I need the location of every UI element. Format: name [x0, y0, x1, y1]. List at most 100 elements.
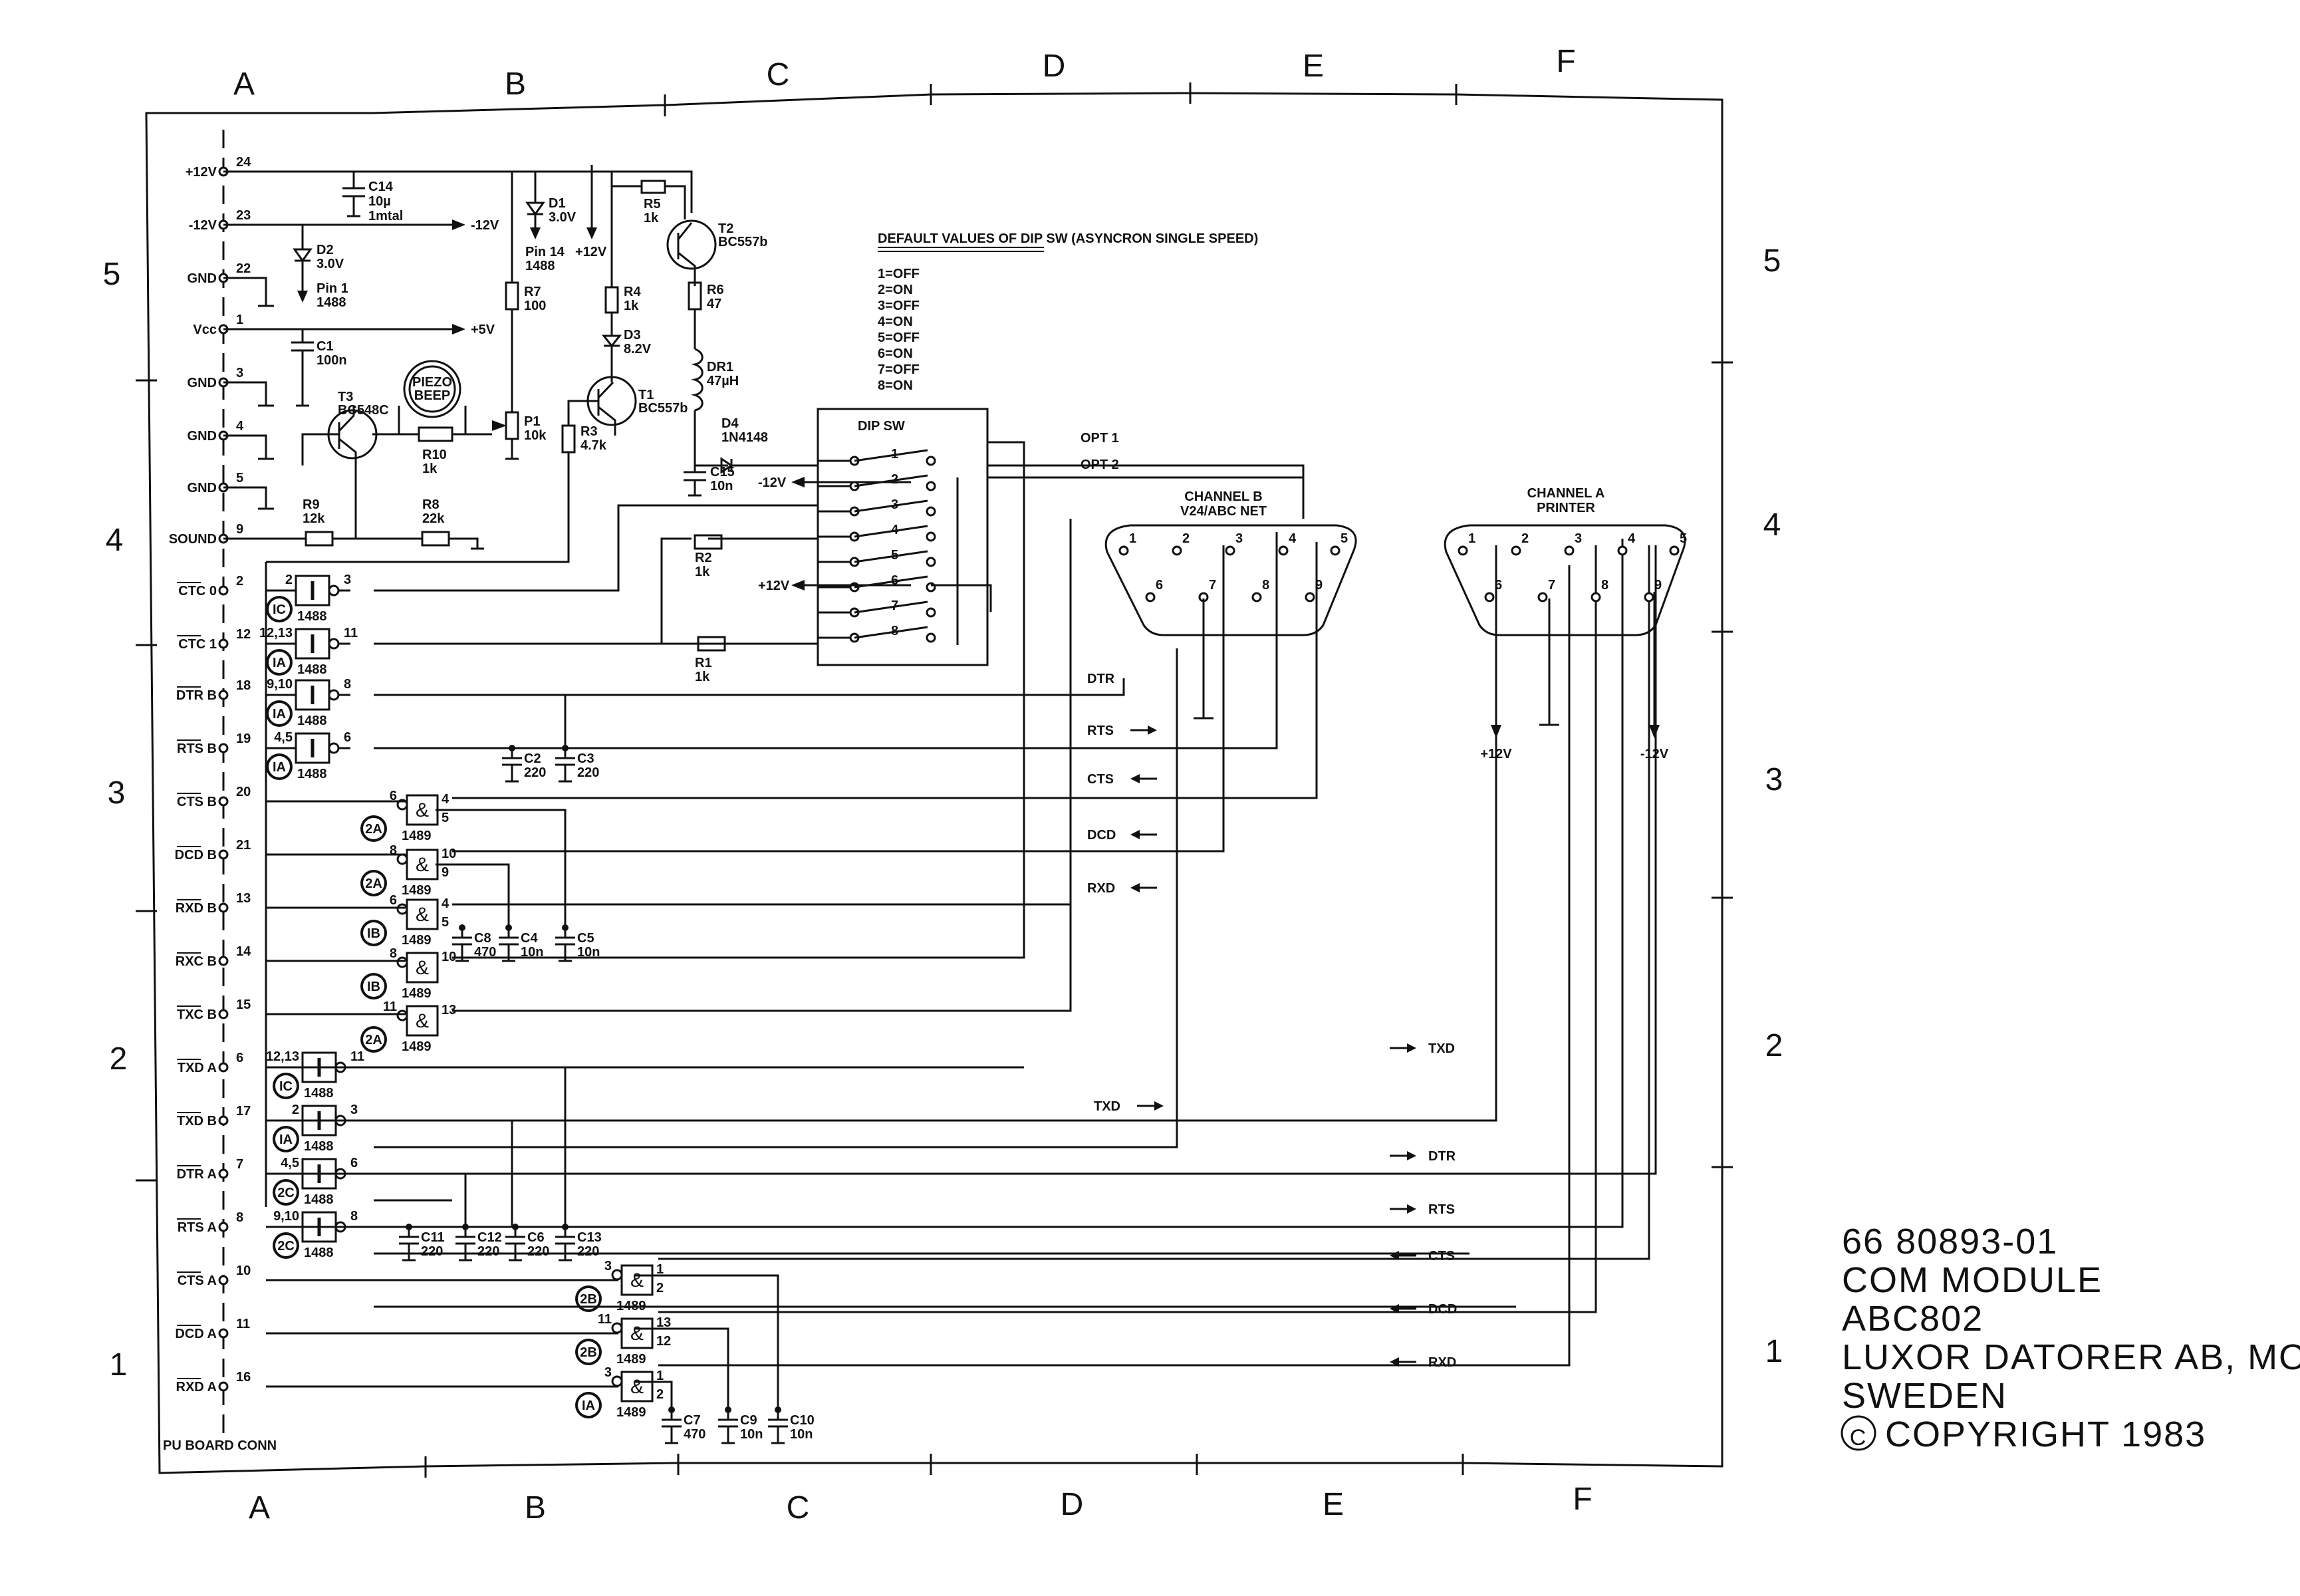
pin1-chip: 1488 [317, 295, 346, 310]
capacitor-value: 10n [740, 1427, 763, 1442]
capacitor-value: 470 [684, 1427, 705, 1442]
channel-a-title2: PRINTER [1537, 501, 1595, 515]
gate-badge-label: IB [367, 980, 380, 994]
connector-pin-number: 17 [236, 1104, 251, 1119]
r3-val: 4.7k [580, 438, 607, 453]
gate-badge-label: 2B [580, 1345, 597, 1360]
gate-in-pin: 11 [383, 999, 397, 1014]
gate-in-pin: 8 [390, 843, 397, 858]
p1-val: 10k [524, 428, 547, 443]
gate-badge-label: IC [273, 602, 286, 617]
signal-label: DTR [1428, 1149, 1456, 1164]
r6-val: 47 [707, 297, 721, 311]
c14-val: 10µ [368, 194, 391, 209]
gate-in-pin: 11 [598, 1312, 612, 1327]
gate-badge-label: 2A [365, 1033, 382, 1047]
grid-top-b: B [505, 66, 526, 102]
connector-pin [218, 956, 229, 966]
capacitor-value: 220 [577, 1244, 599, 1259]
capacitor-ref: C6 [527, 1230, 545, 1245]
gate-out-pin: 6 [350, 1156, 358, 1170]
r5-ref: R5 [644, 197, 661, 211]
db9-pin [1669, 545, 1680, 556]
bus-wires [265, 504, 1657, 1410]
c15-val: 10n [710, 479, 733, 493]
db9-pin-number: 8 [1601, 578, 1608, 593]
capacitor-symbol [455, 1227, 475, 1262]
connector-pin-name: DCD B [175, 848, 217, 863]
db9-pin-number: 9 [1654, 578, 1662, 593]
grid-bottom-c: C [787, 1490, 810, 1526]
gate-out-pin: 8 [344, 677, 351, 692]
r7-val: 100 [524, 299, 546, 313]
dip-switch-lever [854, 600, 928, 614]
capacitor-value: 220 [577, 765, 599, 780]
connector-pin-number: 9 [236, 522, 243, 537]
title-line-5: SWEDEN [1842, 1376, 2007, 1416]
db9-pin [1564, 545, 1575, 556]
connector-pin-number: 2 [236, 574, 243, 589]
db9-pin [1511, 545, 1521, 556]
grid-top-c: C [767, 57, 790, 92]
gate-in-pin: 9,10 [273, 1209, 299, 1224]
connector-pin-name: DTR A [177, 1167, 217, 1182]
opt1-label: OPT 1 [1081, 431, 1119, 446]
dip-default-value: 5=OFF [878, 331, 920, 345]
gate-in-pin: 2 [292, 1103, 299, 1117]
r4-val: 1k [624, 299, 639, 313]
gate-in-pin: 6 [390, 893, 397, 908]
capacitors: C2220C3220C8470C410nC510nC11220C12220C62… [399, 745, 815, 1444]
grid-top-f: F [1556, 44, 1575, 79]
c15-ref: C15 [710, 465, 735, 479]
connector-pin-number: 12 [236, 627, 251, 642]
gate-badge-inner [363, 976, 384, 997]
copyright-circle [1841, 1415, 1876, 1451]
connector-pin-number: 19 [236, 732, 251, 746]
connector-pin [218, 1168, 229, 1179]
c1-ref: C1 [317, 339, 334, 354]
connector-pin-number: 6 [236, 1051, 243, 1065]
connector-pin [218, 638, 229, 649]
gate-in-pin: 9,10 [267, 677, 293, 692]
gate-chip: 1489 [402, 829, 432, 843]
gate-out-pin: 13 [442, 1003, 456, 1017]
dip-switch-lever [854, 449, 928, 462]
gate-badge-label: IA [582, 1398, 595, 1413]
gate-out-pin: 13 [656, 1315, 671, 1330]
gate-badge-label: IA [273, 656, 286, 670]
db9-pin-number: 1 [1468, 531, 1475, 546]
d3-val: 8.2V [624, 342, 652, 356]
capacitor-ref: C7 [684, 1413, 701, 1428]
r1-ref: R1 [695, 656, 712, 670]
capacitor-ref: C9 [740, 1413, 757, 1428]
connector-pin-number: 14 [236, 944, 251, 959]
piezo-l2: BEEP [414, 388, 450, 403]
capacitor-value: 220 [524, 765, 546, 780]
gate-badge-label: 2A [365, 876, 382, 891]
gate-badge-inner [269, 652, 290, 673]
gate-ctl-pin: 2 [656, 1281, 664, 1295]
db9-pin-number: 1 [1129, 531, 1136, 546]
gate-badge-inner [275, 1075, 297, 1097]
capacitor-symbol [662, 1410, 682, 1444]
receiver-gate [406, 898, 439, 930]
gate-out-pin: 6 [344, 730, 351, 745]
gate-badge-inner [578, 1341, 599, 1363]
connector-pin-name: GND [188, 429, 217, 444]
and-symbol: & [630, 1323, 644, 1345]
p1-ref: P1 [524, 414, 540, 429]
signal-label: CTS [1428, 1249, 1455, 1264]
title-line-6: COPYRIGHT 1983 [1885, 1414, 2206, 1454]
connector-pin-number: 3 [236, 366, 243, 380]
channel-b-title1: CHANNEL B [1184, 489, 1262, 504]
db9-pin-number: 5 [1680, 531, 1687, 546]
t3-ref: T3 [338, 390, 353, 404]
minus12-rail-label: -12V [471, 218, 499, 233]
dip-switch-number: 8 [891, 624, 898, 638]
dip-default-value: 6=ON [878, 346, 913, 361]
db9-pin [1484, 592, 1495, 602]
capacitor-symbol [718, 1410, 738, 1444]
grid-bottom-b: B [525, 1490, 546, 1526]
r1-val: 1k [695, 670, 710, 684]
gate-out-pin: 10 [442, 950, 456, 964]
